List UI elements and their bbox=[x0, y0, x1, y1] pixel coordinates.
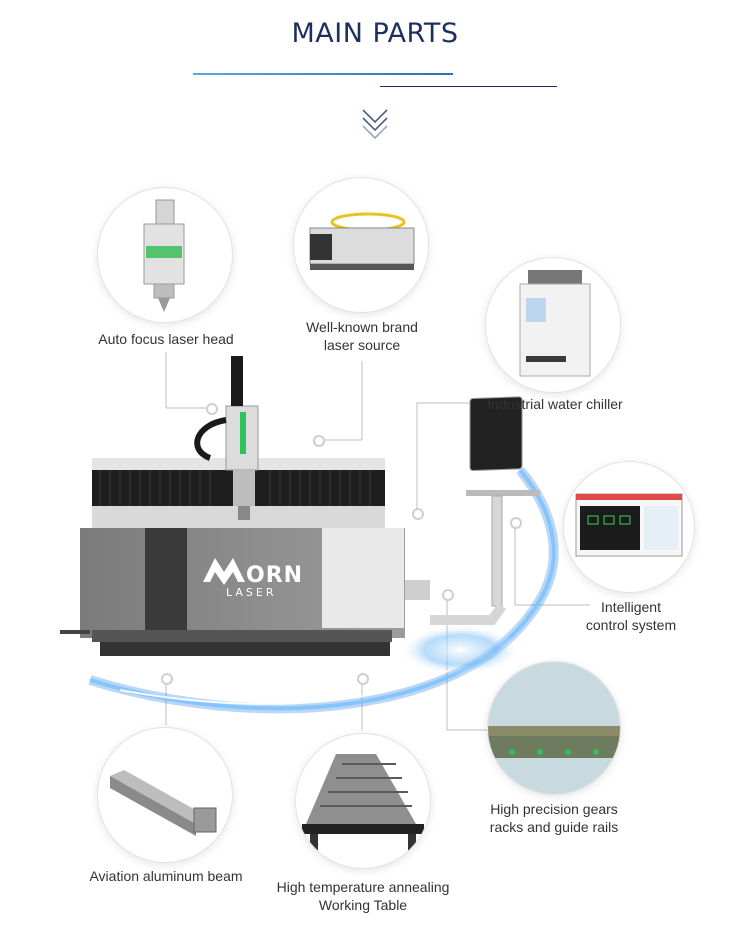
connector-dot bbox=[510, 517, 522, 529]
connector-dot bbox=[412, 508, 424, 520]
connector-dot bbox=[313, 435, 325, 447]
connector-dot bbox=[206, 403, 218, 415]
label-line: Well-known brand bbox=[306, 319, 418, 335]
machine-brand-sub: LASER bbox=[226, 586, 277, 599]
gear-rack-image bbox=[488, 662, 620, 794]
label-line: Aviation aluminum beam bbox=[89, 868, 243, 884]
label-line: High temperature annealing bbox=[276, 879, 450, 895]
water-chiller-image bbox=[486, 258, 620, 392]
control-system-image bbox=[564, 462, 694, 592]
label-line: Auto focus laser head bbox=[98, 331, 234, 347]
label-line: laser source bbox=[323, 337, 401, 353]
label-line: Industrial water chiller bbox=[487, 396, 623, 412]
label-line: control system bbox=[585, 617, 677, 633]
label-line: racks and guide rails bbox=[489, 819, 619, 835]
connector-dot bbox=[442, 589, 454, 601]
label-line: Working Table bbox=[318, 897, 408, 913]
aluminum-beam-image bbox=[98, 728, 232, 862]
connector-dot bbox=[357, 673, 369, 685]
machine-brand-logo: ORN bbox=[246, 563, 304, 588]
title-underline bbox=[193, 73, 453, 75]
label-control-system: Intelligent control system bbox=[572, 598, 690, 634]
connector-dot bbox=[161, 673, 173, 685]
working-table-image bbox=[296, 734, 430, 868]
label-working-table: High temperature annealing Working Table bbox=[266, 878, 460, 914]
page-title: MAIN PARTS bbox=[291, 18, 459, 49]
label-line: Intelligent bbox=[601, 599, 661, 615]
laser-head-image bbox=[98, 188, 232, 322]
label-laser-head: Auto focus laser head bbox=[96, 330, 236, 348]
chevron-down-double-icon bbox=[362, 109, 388, 140]
label-aluminum-beam: Aviation aluminum beam bbox=[80, 867, 252, 885]
laser-source-image bbox=[294, 178, 428, 312]
label-laser-source: Well-known brand laser source bbox=[292, 318, 432, 354]
label-line: High precision gears bbox=[490, 801, 618, 817]
label-gear-rack: High precision gears racks and guide rai… bbox=[476, 800, 632, 836]
label-water-chiller: Industrial water chiller bbox=[472, 395, 638, 413]
title-underline-secondary bbox=[380, 86, 557, 87]
